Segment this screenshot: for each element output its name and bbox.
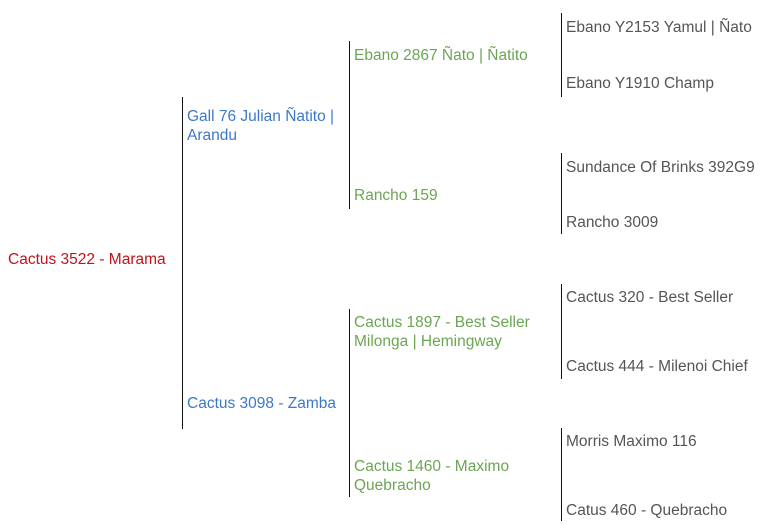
pedigree-great-grandparent[interactable]: Sundance Of Brinks 392G9 [566,159,755,176]
pedigree-great-grandparent[interactable]: Rancho 3009 [566,214,659,231]
pedigree-great-grandparent[interactable]: Cactus 444 - Milenoi Chief [566,358,748,375]
connector-gp-3 [561,284,562,379]
pedigree-great-grandparent[interactable]: Ebano Y2153 Yamul | Ñato [566,19,752,36]
pedigree-paternal-granddam[interactable]: Rancho 159 [354,187,438,204]
maternal-granddam-line2: Quebracho [354,477,431,494]
connector-sire [349,41,350,209]
connector-dam [349,309,350,497]
pedigree-great-grandparent[interactable]: Cactus 320 - Best Seller [566,289,734,306]
pedigree-sire[interactable]: Gall 76 Julian Ñatito | Arandu [187,107,334,145]
pedigree-great-grandparent[interactable]: Catus 460 - Quebracho [566,502,728,519]
pedigree-root[interactable]: Cactus 3522 - Marama [8,251,166,268]
maternal-granddam-line1: Cactus 1460 - Maximo [354,458,510,475]
maternal-grandsire-line2: Milonga | Hemingway [354,333,502,350]
pedigree-maternal-granddam[interactable]: Cactus 1460 - Maximo Quebracho [354,457,509,495]
pedigree-maternal-grandsire[interactable]: Cactus 1897 - Best Seller Milonga | Hemi… [354,313,530,351]
connector-gp-2 [561,153,562,234]
sire-name-line2: Arandu [187,127,237,144]
sire-name-line1: Gall 76 Julian Ñatito | [187,108,335,125]
connector-gp-4 [561,428,562,521]
pedigree-dam[interactable]: Cactus 3098 - Zamba [187,395,337,412]
pedigree-great-grandparent[interactable]: Morris Maximo 116 [566,433,697,450]
maternal-grandsire-line1: Cactus 1897 - Best Seller [354,314,530,331]
pedigree-paternal-grandsire[interactable]: Ebano 2867 Ñato | Ñatito [354,47,528,64]
connector-gp-1 [561,13,562,97]
connector-root [182,97,183,429]
pedigree-great-grandparent[interactable]: Ebano Y1910 Champ [566,75,714,92]
